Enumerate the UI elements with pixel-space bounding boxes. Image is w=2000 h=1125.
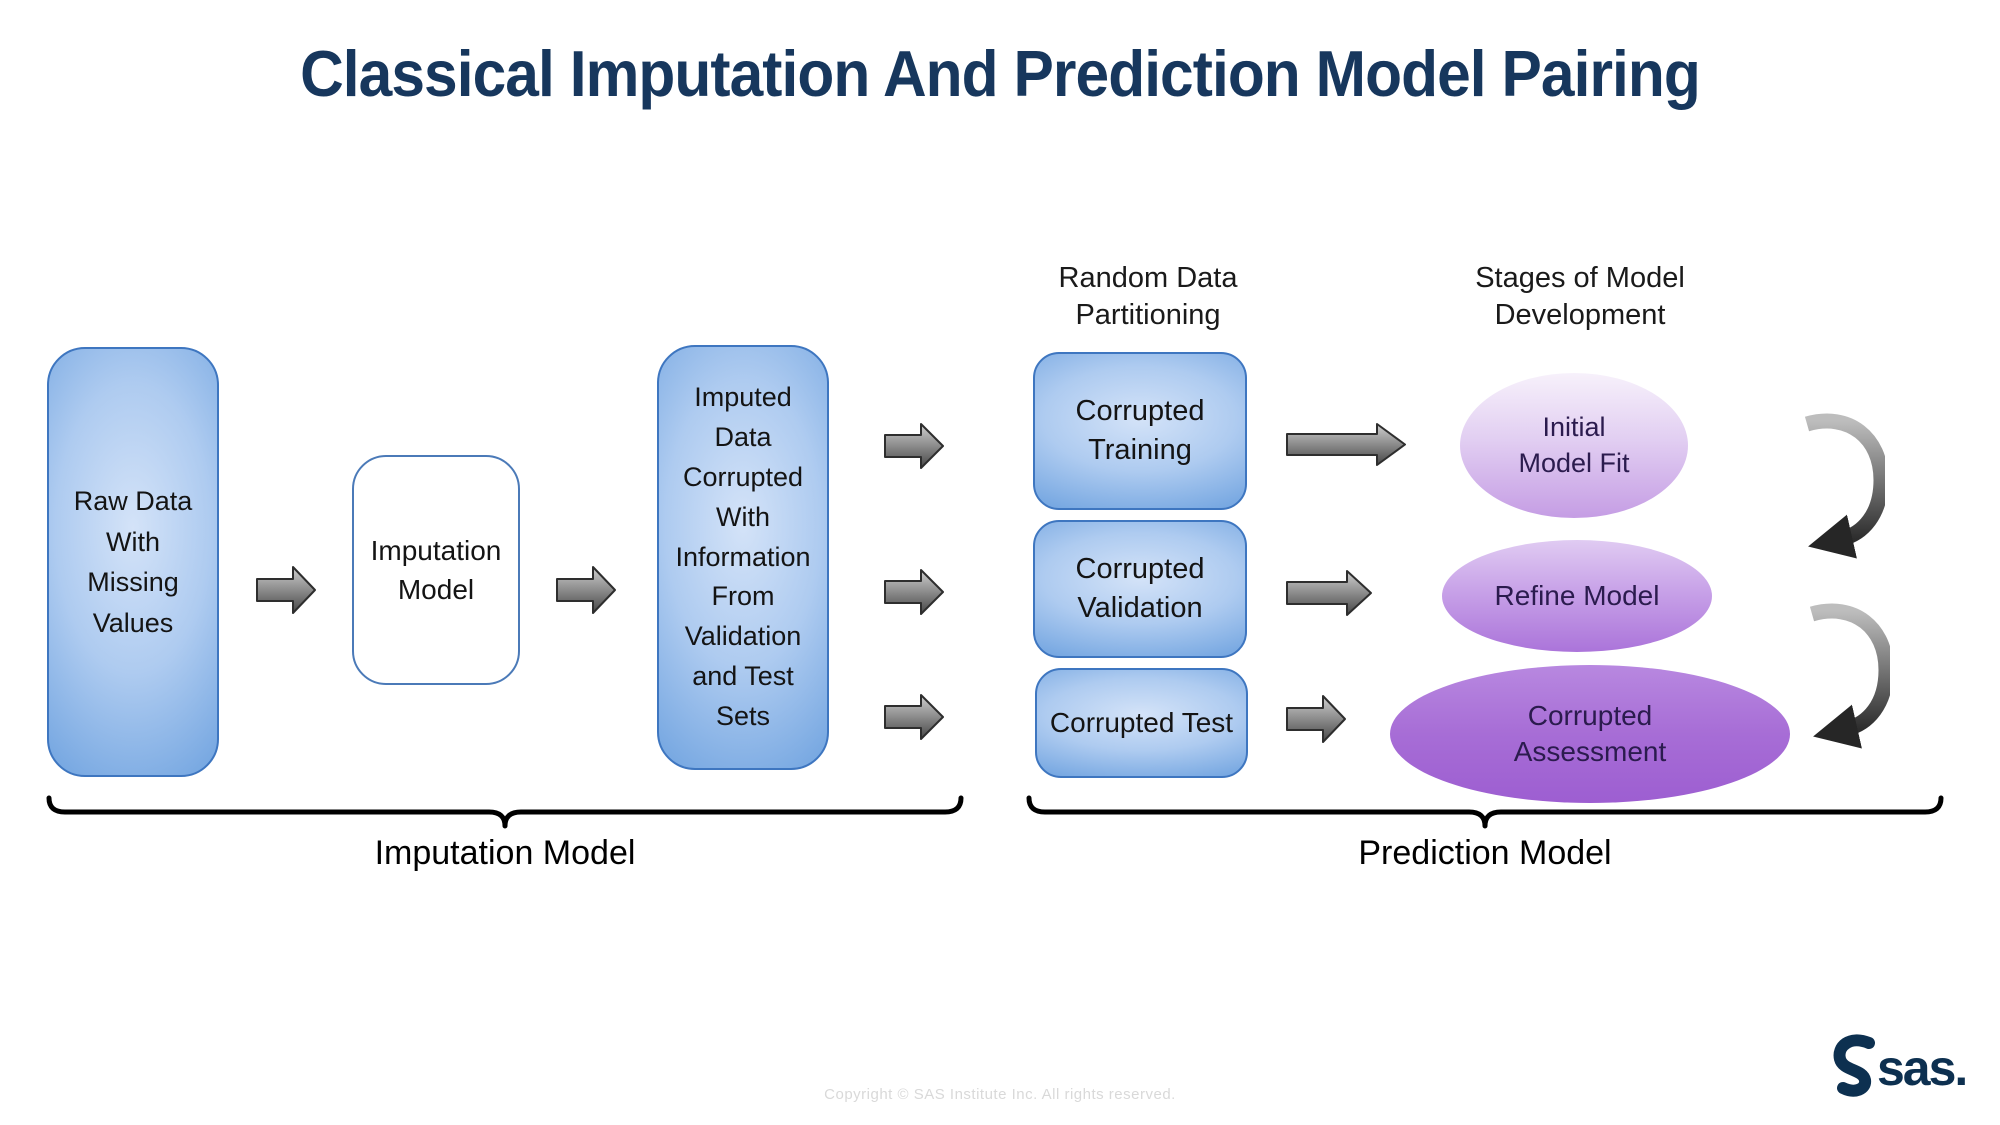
refine-model-ellipse: Refine Model bbox=[1442, 540, 1712, 652]
curved-arrow-icon bbox=[1809, 603, 1890, 749]
corrupted-assessment-label: Corrupted Assessment bbox=[1513, 699, 1667, 767]
corrupted-training-box: Corrupted Training bbox=[1033, 352, 1247, 510]
right-arrow-icon bbox=[884, 569, 944, 615]
prediction-model-brace-label: Prediction Model bbox=[1358, 834, 1612, 872]
imputed-data-box: Imputed Data Corrupted With Information … bbox=[657, 345, 829, 770]
corrupted-assessment-ellipse: Corrupted Assessment bbox=[1390, 665, 1790, 803]
initial-model-fit-ellipse: Initial Model Fit bbox=[1460, 373, 1688, 518]
right-arrow-icon bbox=[1286, 423, 1406, 466]
imputation-model-label: Imputation Model bbox=[370, 534, 502, 605]
imputation-model-brace-label: Imputation Model bbox=[374, 834, 636, 872]
right-arrow-icon bbox=[256, 566, 316, 614]
imputed-data-label: Imputed Data Corrupted With Information … bbox=[675, 381, 811, 732]
right-arrow-icon bbox=[1286, 570, 1372, 616]
page-title: Classical Imputation And Prediction Mode… bbox=[300, 37, 1701, 110]
prediction-model-brace bbox=[1026, 795, 1944, 829]
imputation-model-box: Imputation Model bbox=[352, 455, 520, 685]
sas-logo-text: sas. bbox=[1877, 1040, 1966, 1096]
raw-data-box: Raw Data With Missing Values bbox=[47, 347, 219, 777]
right-arrow-icon bbox=[884, 694, 944, 740]
curved-arrow-icon bbox=[1804, 413, 1885, 559]
right-arrow-icon bbox=[884, 423, 944, 469]
copyright-text: Copyright © SAS Institute Inc. All right… bbox=[824, 1086, 1176, 1103]
corrupted-training-label: Corrupted Training bbox=[1075, 394, 1205, 466]
initial-model-fit-label: Initial Model Fit bbox=[1518, 412, 1630, 478]
corrupted-validation-label: Corrupted Validation bbox=[1075, 552, 1205, 624]
corrupted-validation-box: Corrupted Validation bbox=[1033, 520, 1247, 658]
right-arrow-icon bbox=[1286, 695, 1346, 743]
stages-of-model-development-header: Stages of Model Development bbox=[1475, 262, 1685, 332]
corrupted-test-label: Corrupted Test bbox=[1049, 707, 1234, 739]
imputation-model-brace bbox=[46, 795, 964, 829]
refine-model-label: Refine Model bbox=[1494, 579, 1660, 611]
corrupted-test-box: Corrupted Test bbox=[1035, 668, 1248, 778]
sas-logo: sas. bbox=[1833, 1034, 1968, 1097]
right-arrow-icon bbox=[556, 566, 616, 614]
raw-data-label: Raw Data With Missing Values bbox=[73, 486, 193, 638]
random-data-partitioning-header: Random Data Partitioning bbox=[1058, 262, 1238, 332]
sas-swirl-icon bbox=[1833, 1034, 1875, 1097]
